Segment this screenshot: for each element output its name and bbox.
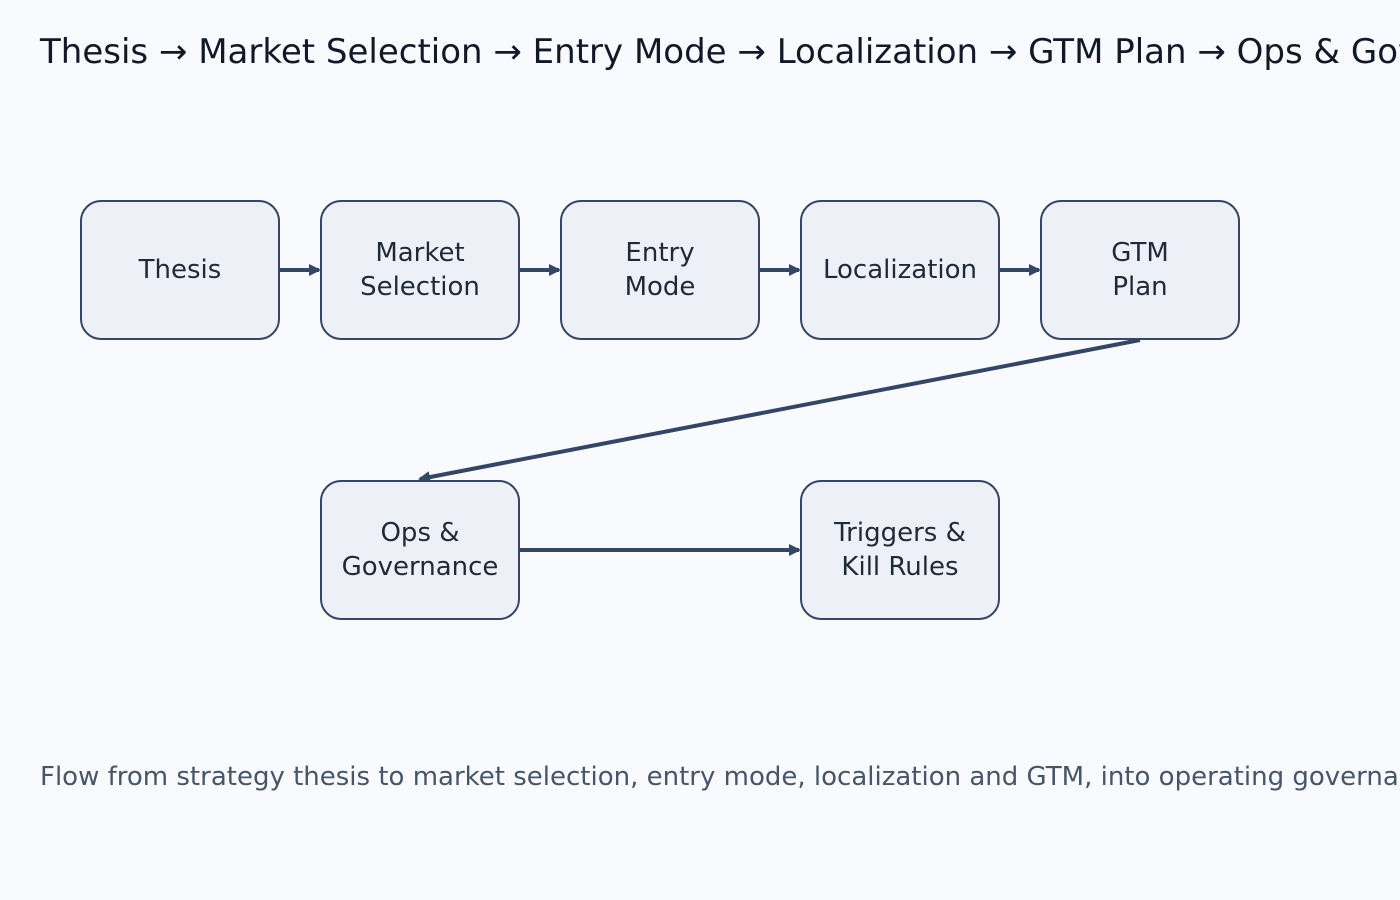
node-label: GTM [1111, 238, 1169, 268]
node-label: Triggers & [833, 518, 966, 548]
node-label: Ops & [380, 518, 459, 548]
node-label: Mode [625, 272, 696, 302]
edge-gtm-plan-to-ops-governance [418, 338, 1141, 483]
node-localization: Localization [800, 200, 1000, 340]
diagram-caption: Flow from strategy thesis to market sele… [40, 762, 1400, 792]
edges-layer [280, 264, 1141, 556]
node-label: Kill Rules [841, 552, 958, 582]
node-ops-governance: Ops & Governance [320, 480, 520, 620]
node-label: Plan [1112, 272, 1167, 302]
node-box [320, 200, 520, 340]
node-triggers-kill-rules: Triggers & Kill Rules [800, 480, 1000, 620]
node-label: Selection [360, 272, 480, 302]
node-label: Governance [342, 552, 499, 582]
node-label: Localization [823, 255, 977, 285]
node-label: Market [375, 238, 464, 268]
node-box [800, 200, 1000, 340]
node-box [1040, 200, 1240, 340]
node-box [320, 480, 520, 620]
node-label: Entry [625, 238, 694, 268]
node-label: Thesis [138, 255, 222, 285]
node-box [560, 200, 760, 340]
node-gtm-plan: GTM Plan [1040, 200, 1240, 340]
node-box [80, 200, 280, 340]
node-box [800, 480, 1000, 620]
node-thesis: Thesis [80, 200, 280, 340]
page-title: Thesis → Market Selection → Entry Mode →… [40, 32, 1400, 72]
